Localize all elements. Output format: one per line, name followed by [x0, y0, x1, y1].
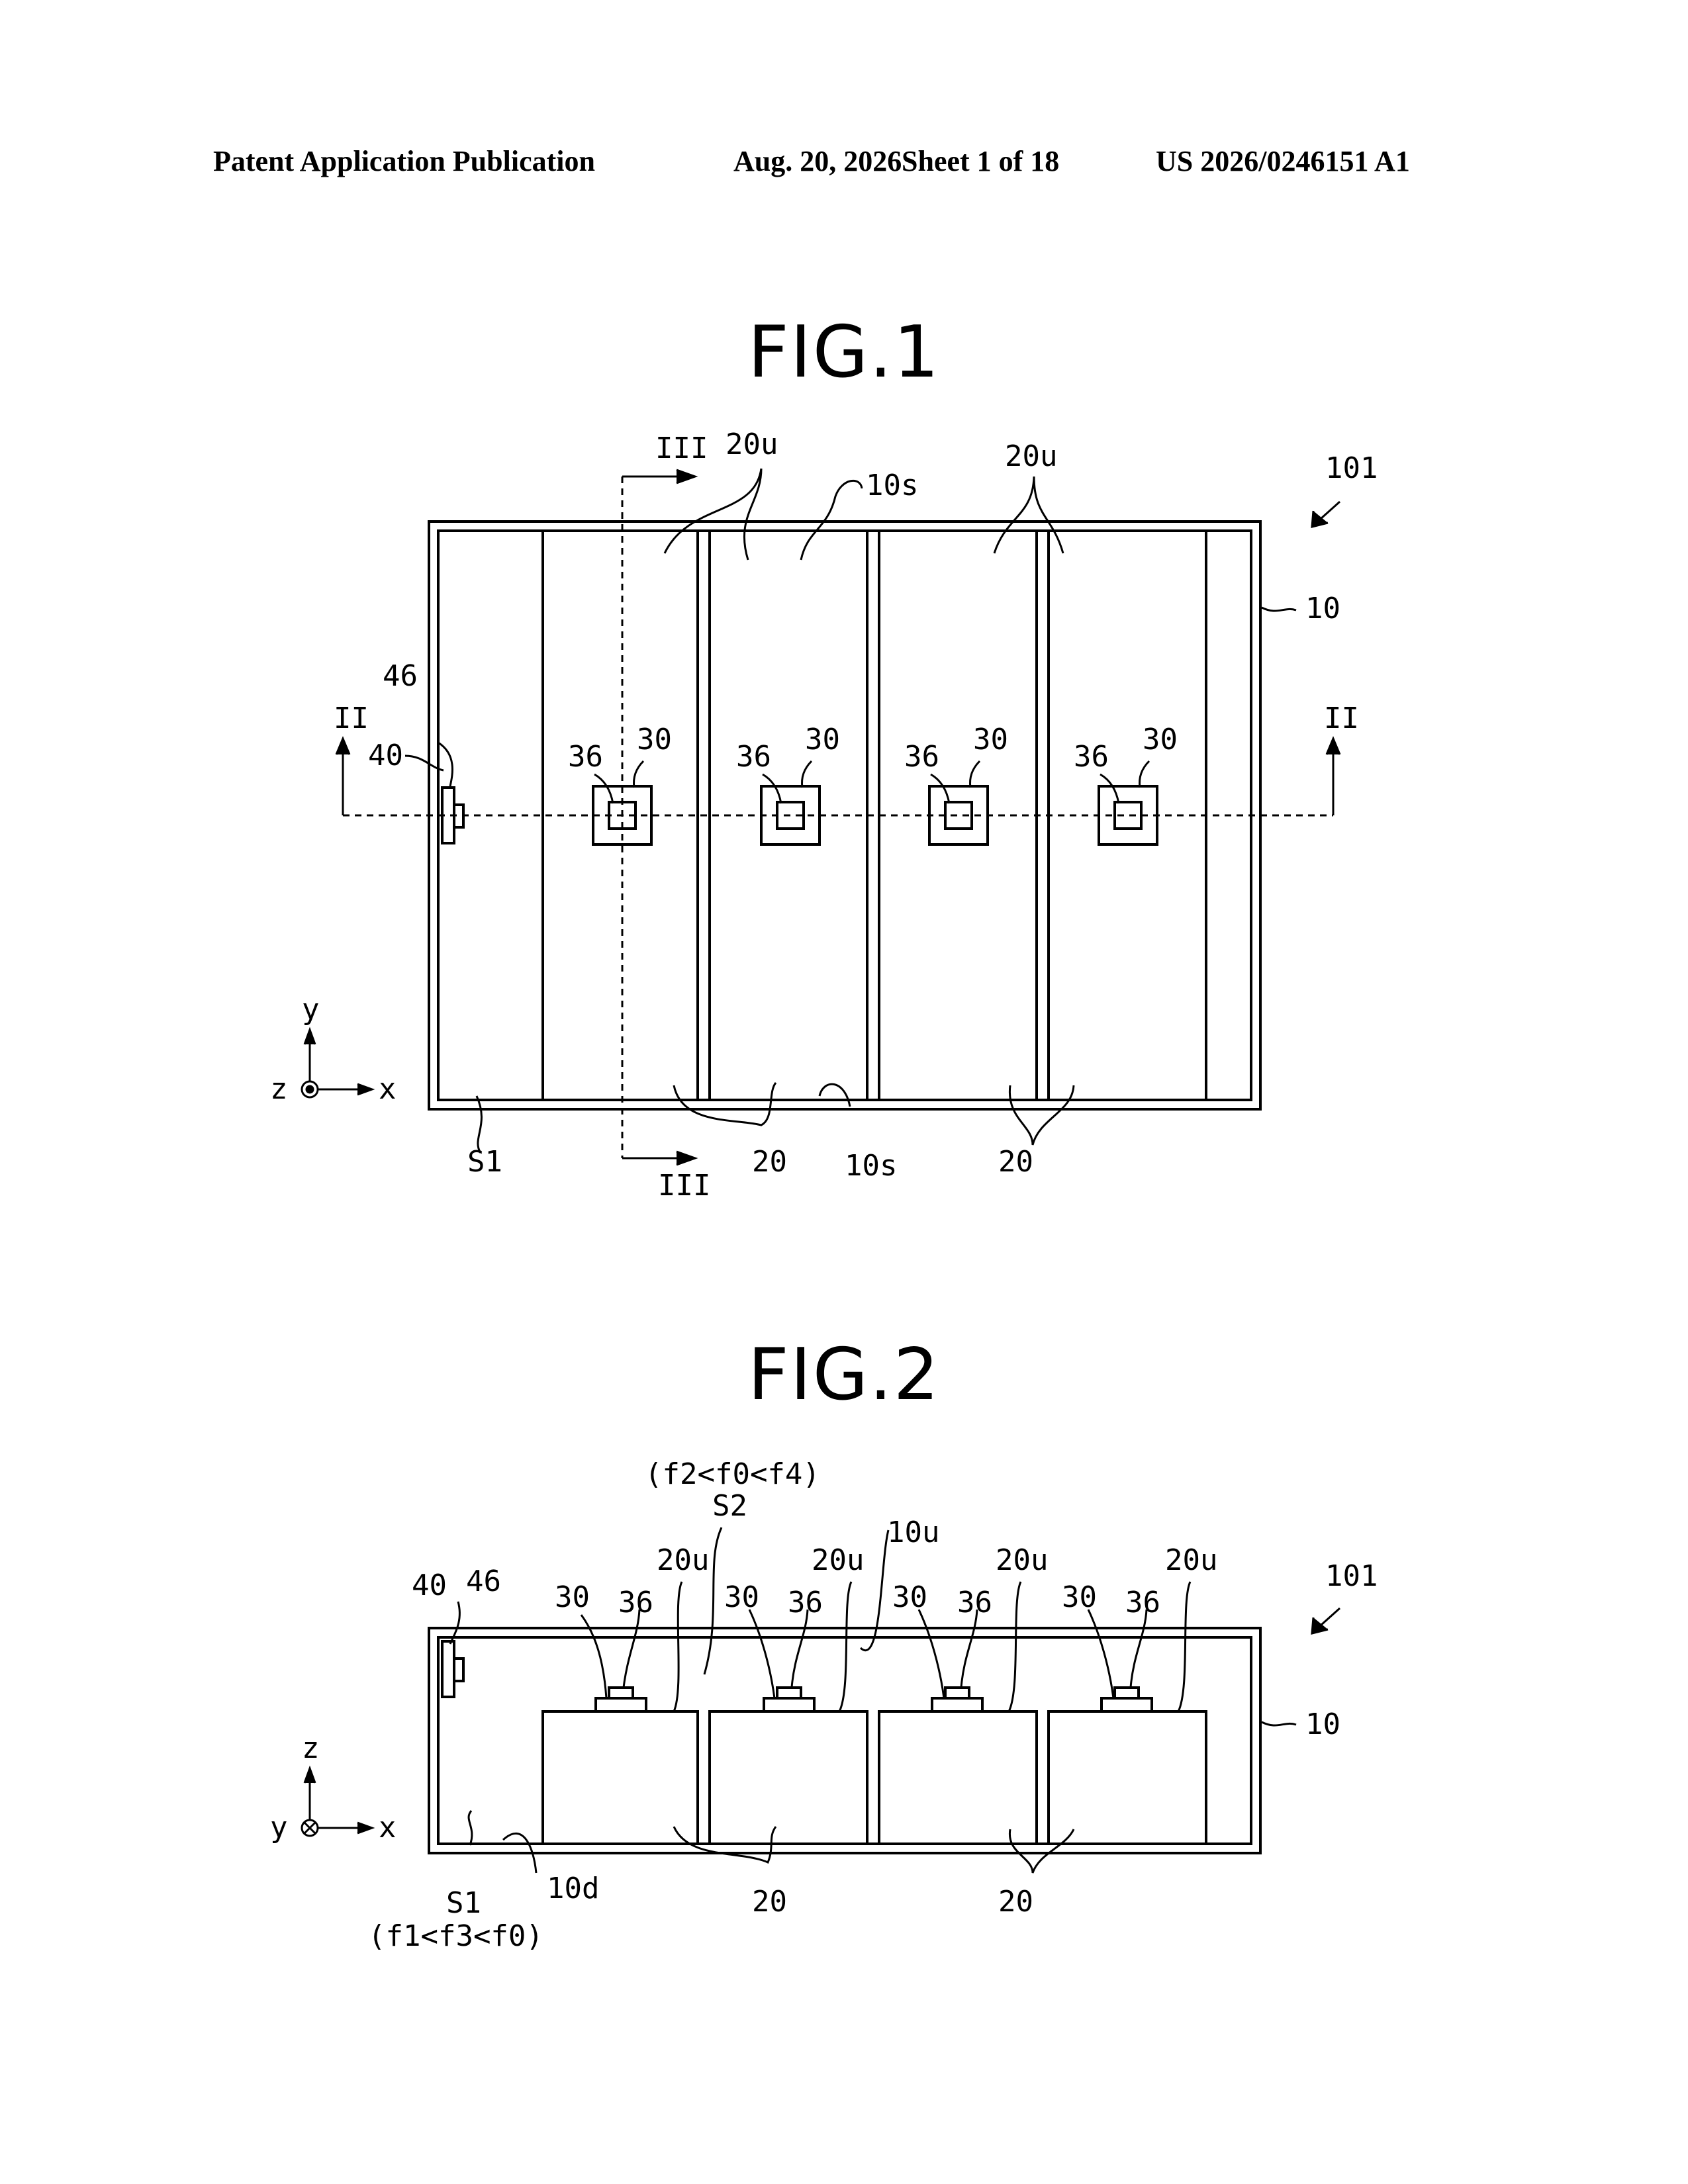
fig1-battery-left-label: 20 [752, 1145, 787, 1179]
fig2-sensor-label: 40 [412, 1569, 447, 1602]
fig2-battery-left-label: 20 [752, 1885, 787, 1919]
fig1-cell1-part-label: 36 [568, 740, 603, 774]
fig2-cell-units [596, 1688, 1152, 1711]
fig2-case-top-label: 10u [887, 1516, 939, 1549]
fig2-cell3-part-label: 36 [957, 1586, 992, 1619]
fig2-case-label: 10 [1305, 1707, 1340, 1741]
fig1-case-label: 10 [1305, 592, 1340, 625]
fig2-lower-space-label: S1 [446, 1886, 481, 1920]
fig2-case-inner [438, 1637, 1251, 1844]
fig2-cell4-face-label: 20u [1165, 1543, 1217, 1577]
fig1-cell4-part-label: 36 [1074, 740, 1109, 774]
fig2-device-label: 101 [1325, 1559, 1378, 1593]
fig1-drawing [302, 469, 1340, 1165]
fig2-axis-z-label: z [302, 1731, 320, 1765]
fig1-cell1-unit-label: 30 [637, 723, 672, 756]
fig1-upper-face-left-label: 20u [726, 428, 778, 461]
fig2-axis-x-label: x [379, 1811, 397, 1844]
fig2-cell2-unit-label: 30 [724, 1580, 759, 1614]
fig2-axis-y-label: y [270, 1811, 288, 1844]
fig2-cell3-face-label: 20u [996, 1543, 1048, 1577]
fig2-sensor-part [454, 1659, 463, 1681]
fig1-cell2-unit-label: 30 [805, 723, 840, 756]
fig1-section-iii-top-label: III [655, 432, 708, 465]
fig1-space-label: S1 [467, 1145, 502, 1179]
fig1-section-ii-left-label: II [334, 702, 369, 735]
fig2-labels: 101 10 10u 10d S2 (f2<f0<f4) S1 (f1<f3<f… [270, 1457, 1378, 1953]
fig2-cell3-unit-label: 30 [892, 1580, 927, 1614]
fig1-device-label: 101 [1325, 451, 1378, 485]
fig1-cell2-part-label: 36 [736, 740, 771, 774]
fig2-sensor [442, 1641, 454, 1697]
fig1-sensor-label: 40 [368, 739, 403, 772]
fig1-side-wall-bottom-label: 10s [845, 1149, 897, 1183]
fig1-upper-face-right-label: 20u [1005, 439, 1057, 473]
fig1-section-ii-right-label: II [1324, 702, 1359, 735]
fig2-cell2-face-label: 20u [812, 1543, 864, 1577]
fig1-cell3-part-label: 36 [904, 740, 939, 774]
fig1-battery-right-label: 20 [998, 1145, 1033, 1179]
fig1-axis-y-label: y [302, 993, 320, 1026]
fig2-cell4-unit-label: 30 [1062, 1580, 1097, 1614]
fig2-drawing [302, 1527, 1340, 1873]
fig2-cell1-unit-label: 30 [555, 1580, 590, 1614]
fig2-upper-space-label: S2 [712, 1489, 747, 1523]
fig2-case-bottom-label: 10d [547, 1872, 599, 1905]
fig2-cell1-part-label: 36 [618, 1586, 653, 1619]
fig1-cell4-unit-label: 30 [1143, 723, 1178, 756]
fig2-battery-right-label: 20 [998, 1885, 1033, 1919]
fig2-sensor-part-label: 46 [466, 1565, 501, 1598]
fig2-lower-condition-label: (f1<f3<f0) [368, 1919, 543, 1953]
fig1-sensor-part-label: 46 [383, 659, 418, 693]
fig1-side-wall-top-label: 10s [866, 469, 918, 502]
fig2-cell4-part-label: 36 [1125, 1586, 1160, 1619]
fig1-section-iii [622, 470, 695, 1165]
fig1-section-iii-bottom-label: III [658, 1169, 710, 1203]
fig2-batteries [543, 1711, 1206, 1844]
fig1-cell3-unit-label: 30 [973, 723, 1008, 756]
fig2-upper-condition-label: (f2<f0<f4) [645, 1457, 820, 1491]
fig2-cell1-face-label: 20u [657, 1543, 709, 1577]
fig1-axes [302, 1030, 372, 1097]
fig1-leader-lines [405, 469, 1340, 1153]
fig1-axis-x-label: x [379, 1072, 397, 1106]
fig1-axis-z-label: z [270, 1072, 288, 1106]
fig2-cell2-part-label: 36 [788, 1586, 823, 1619]
fig2-axes [302, 1768, 372, 1836]
